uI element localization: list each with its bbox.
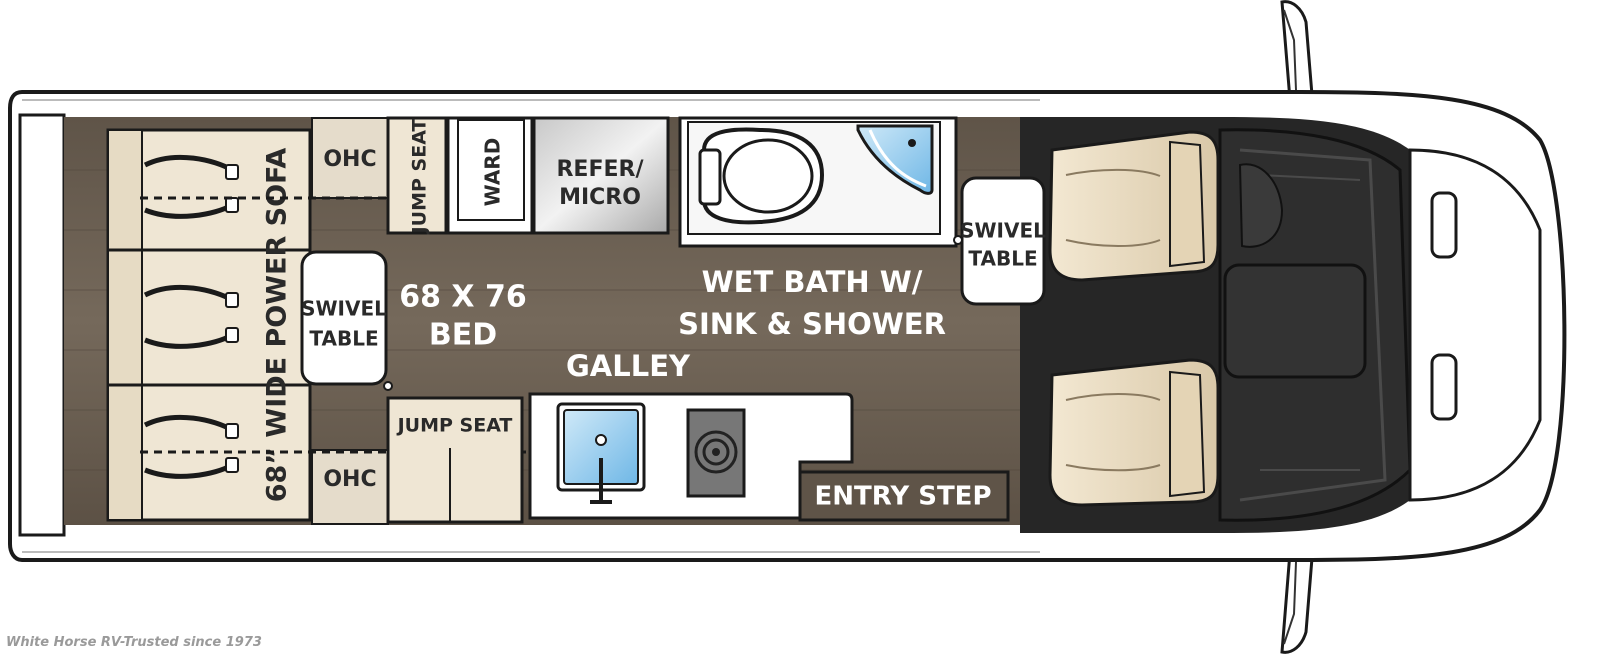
side-mirrors bbox=[1280, 0, 1314, 654]
wet-bath bbox=[678, 116, 958, 248]
shower-icon bbox=[856, 124, 934, 195]
jump-seat-bottom: JUMP SEAT bbox=[386, 396, 524, 524]
bath-label-line1: WET BATH W/ bbox=[702, 265, 923, 299]
swivel-table-front: SWIVEL TABLE bbox=[953, 176, 1046, 306]
bed-label-line2: BED bbox=[429, 318, 497, 353]
refer-label-line2: MICRO bbox=[559, 185, 641, 210]
swivel-table-rear-label-line2: TABLE bbox=[309, 327, 378, 351]
entry-step-label: ENTRY STEP bbox=[814, 482, 991, 512]
entry-step: ENTRY STEP bbox=[798, 470, 1010, 522]
jump-seat-top: JUMP SEAT bbox=[386, 116, 448, 236]
swivel-table-rear: SWIVEL TABLE bbox=[300, 250, 393, 391]
ohc-top: OHC bbox=[311, 117, 389, 199]
passenger-seat bbox=[1048, 358, 1220, 507]
watermark: White Horse RV-Trusted since 1973 bbox=[6, 635, 262, 650]
toilet-icon bbox=[698, 127, 825, 225]
power-sofa bbox=[106, 128, 312, 522]
refer-label-line1: REFER/ bbox=[556, 157, 644, 182]
sofa-label: 68” WIDE POWER SOFA bbox=[262, 148, 293, 503]
jump-seat-top-label: JUMP SEAT bbox=[409, 119, 431, 236]
swivel-table-front-label-line2: TABLE bbox=[968, 247, 1037, 271]
bath-label-line2: SINK & SHOWER bbox=[678, 307, 946, 341]
bed-label-line1: 68 X 76 bbox=[399, 280, 527, 315]
refrigerator-microwave: REFER/ MICRO bbox=[532, 116, 670, 235]
driver-seat bbox=[1048, 130, 1220, 282]
sink-icon bbox=[556, 402, 646, 504]
swivel-table-front-label-line1: SWIVEL bbox=[960, 219, 1046, 243]
dashboard bbox=[1218, 128, 1542, 522]
wardrobe: WARD bbox=[446, 116, 534, 235]
ohc-bottom: OHC bbox=[311, 449, 389, 525]
galley-label: GALLEY bbox=[566, 349, 691, 383]
cooktop-icon bbox=[686, 408, 746, 498]
jump-seat-bottom-label: JUMP SEAT bbox=[396, 415, 513, 437]
wardrobe-label: WARD bbox=[481, 138, 505, 207]
swivel-table-rear-label-line1: SWIVEL bbox=[301, 297, 387, 321]
ohc-top-label: OHC bbox=[323, 147, 376, 172]
ohc-bottom-label: OHC bbox=[323, 467, 376, 492]
